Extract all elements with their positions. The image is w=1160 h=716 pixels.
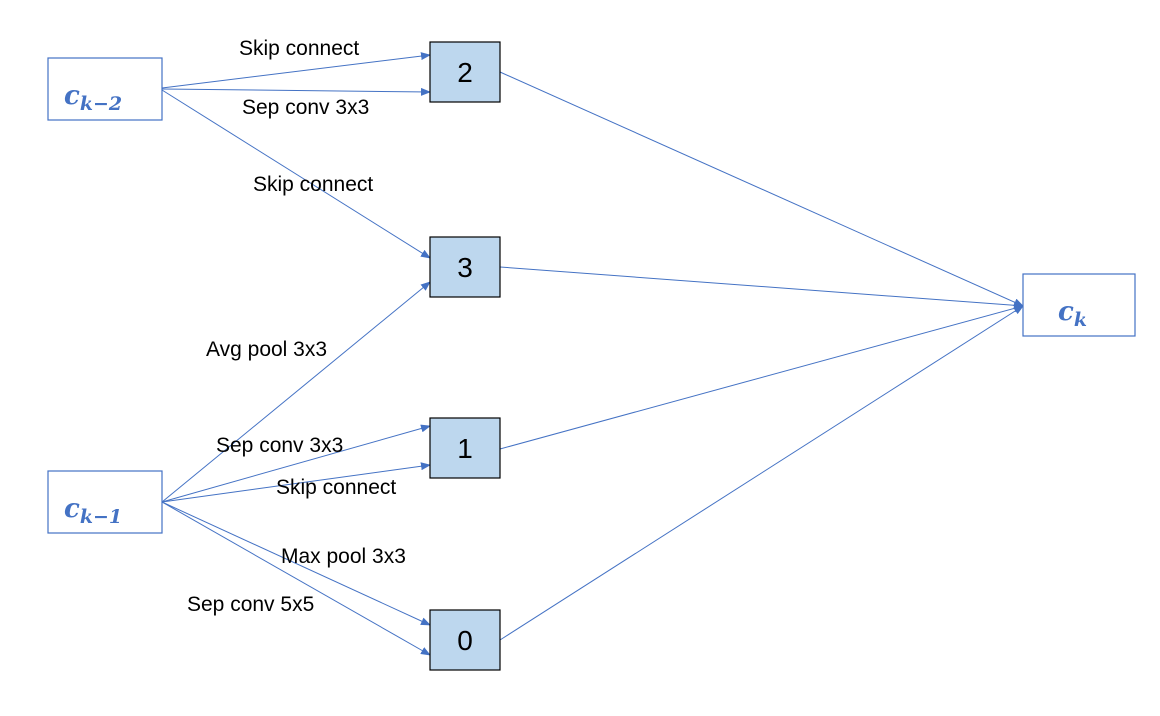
edge-ck1-to-node0-sep [161,501,431,656]
node-3-label: 3 [457,252,473,283]
label-ck2-node2-skip: Skip connect [239,37,359,60]
edge-ck2-to-node3-skip [161,89,431,259]
input-ck2-base: c [64,81,80,111]
edges [161,52,1024,656]
edge-ck1-to-node1-sep [161,424,431,503]
edge-node1-to-ck [499,304,1024,450]
label-ck1-node3-avg: Avg pool 3x3 [206,338,327,361]
input-node-ck-minus-2: ck−2 [47,57,163,121]
output-ck-base: c [1058,297,1074,327]
edge-labels: Skip connect Sep conv 3x3 Skip connect A… [187,37,406,616]
node-2-label: 2 [457,57,473,88]
input-ck2-sub: k−2 [80,93,122,115]
edge-ck1-to-node0-max [161,501,431,626]
node-0-label: 0 [457,625,473,656]
node-0: 0 [429,609,501,671]
edge-node2-to-ck [499,71,1024,307]
node-1: 1 [429,417,501,479]
label-ck1-node1-sep: Sep conv 3x3 [216,434,343,457]
edge-node3-to-ck [499,266,1024,310]
label-ck2-node3-skip: Skip connect [253,173,373,196]
label-ck1-node0-sep: Sep conv 5x5 [187,593,314,616]
node-2: 2 [429,41,501,103]
edge-ck2-to-node2-sep [161,87,431,96]
edge-ck1-to-node3-avg [161,281,431,503]
output-ck-sub: k [1074,309,1087,331]
label-ck2-node2-sep: Sep conv 3x3 [242,96,369,119]
svg-text:ck: ck [1058,297,1087,331]
node-1-label: 1 [457,433,473,464]
label-ck1-node1-skip: Skip connect [276,476,396,499]
edge-ck1-to-node1-skip [161,462,431,503]
input-node-ck-minus-1: ck−1 [47,470,163,534]
input-ck1-base: c [64,494,80,524]
node-3: 3 [429,236,501,298]
label-ck1-node0-max: Max pool 3x3 [281,545,406,568]
output-node-ck: ck [1022,273,1136,337]
edge-node0-to-ck [499,305,1024,641]
edge-ck2-to-node2-skip [161,52,431,89]
svg-text:ck−2: ck−2 [64,81,122,115]
svg-text:ck−1: ck−1 [64,494,122,528]
input-ck1-sub: k−1 [80,506,122,528]
